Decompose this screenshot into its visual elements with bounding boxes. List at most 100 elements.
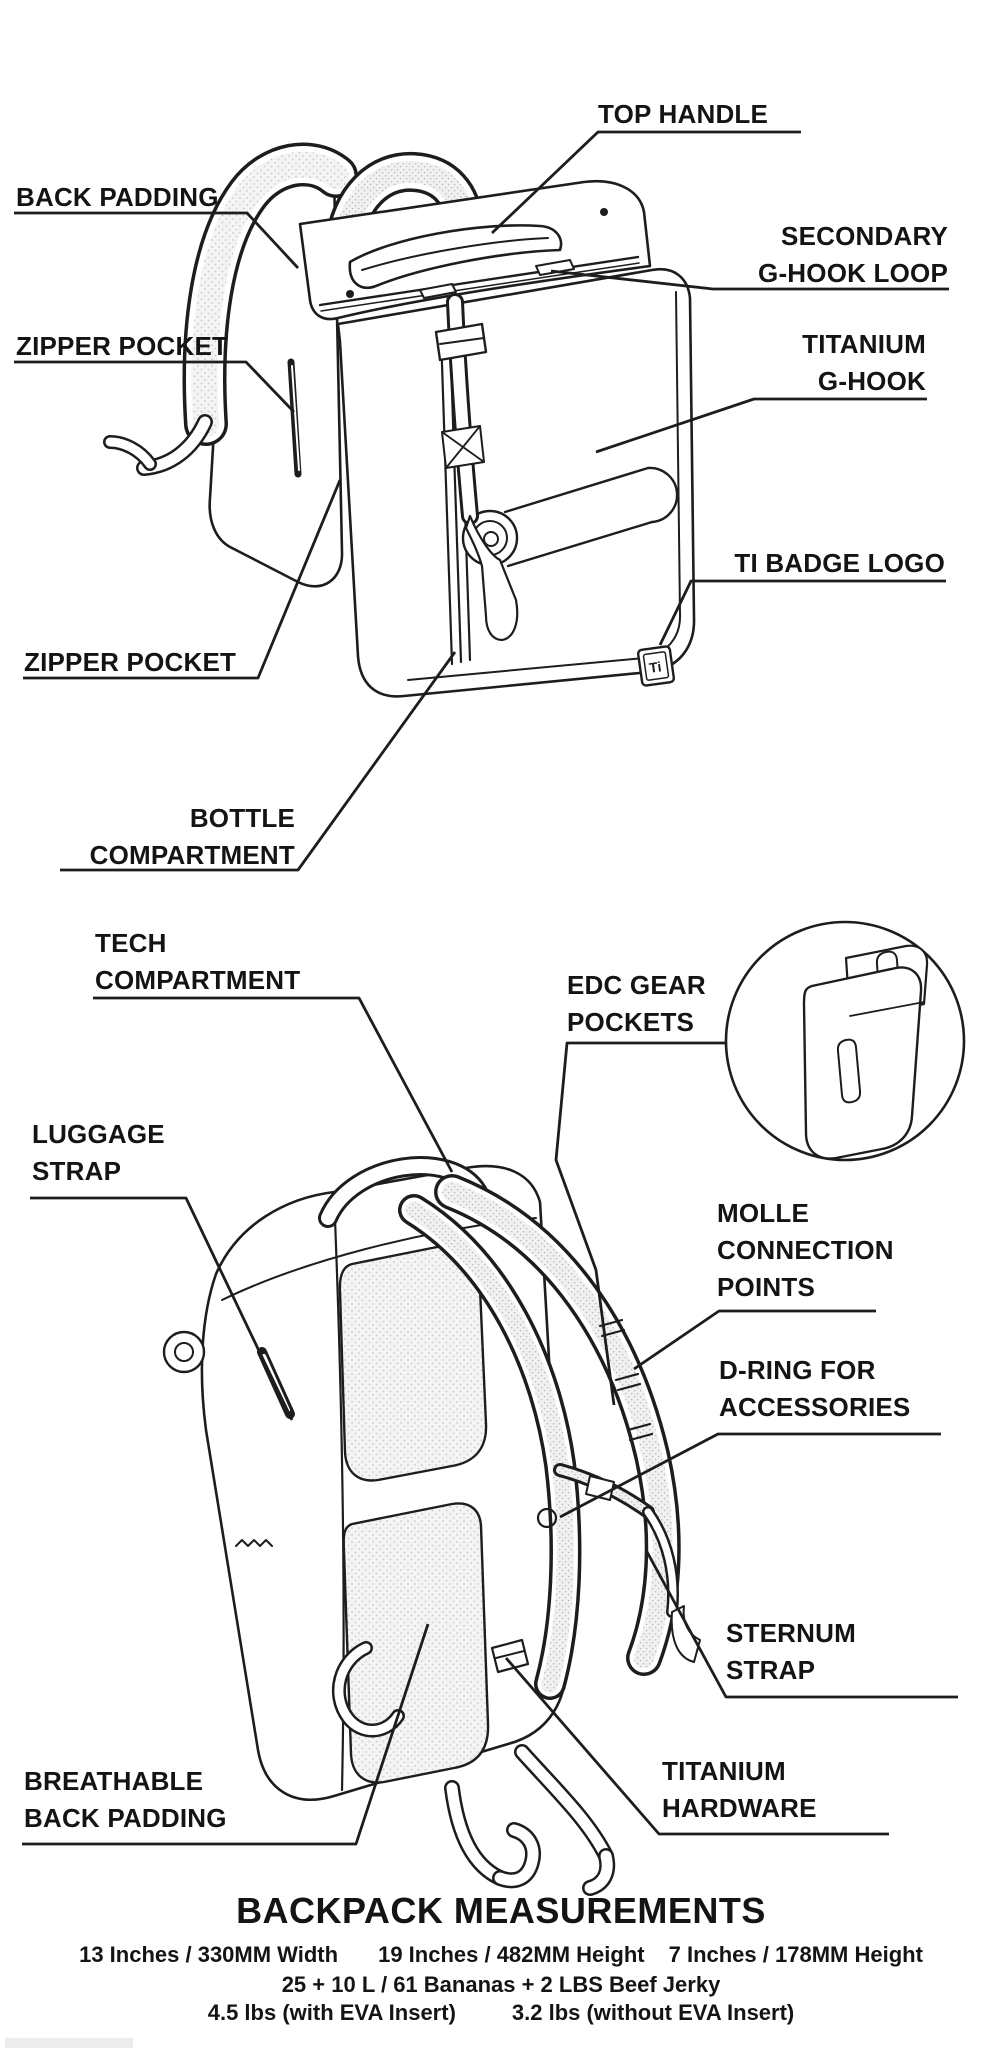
dangling-straps [332,1641,616,1896]
edc-pockets-detail-inset [724,920,966,1162]
strap-adjuster-bar [495,1650,525,1659]
zigzag-mark [235,1539,273,1547]
leader-edc-gear-pockets [554,1041,726,1406]
molle-webbing [598,1318,654,1442]
label-line: BOTTLE [189,803,295,833]
label-luggage-strap: LUGGAGE STRAP [32,1116,165,1190]
leader-molle-connection-points [633,1309,876,1371]
leader-zipper-pocket-upper [14,360,296,413]
leader-sternum-strap [644,1549,958,1699]
sternum-buckle [585,1475,615,1501]
label-molle-connection-points: MOLLE CONNECTION POINTS [717,1195,894,1306]
label-line: D-RING FOR [719,1355,876,1385]
label-line: POINTS [717,1272,815,1302]
label-line: MOLLE [717,1198,809,1228]
label-line: STRAP [32,1156,122,1186]
shoulder-strap-left [182,142,358,446]
label-line: ZIPPER POCKET [16,331,229,361]
measurement-depth: 7 Inches / 178MM Height [668,1942,923,1967]
label-line: BREATHABLE [24,1766,204,1796]
strap-adjuster [490,1638,530,1674]
label-line: TI BADGE LOGO [734,548,945,578]
callout-leaders [14,130,958,1846]
leader-bottle-compartment [60,651,457,872]
sleeve-fold-line [849,1001,925,1017]
label-titanium-g-hook: TITANIUM G-HOOK [802,326,926,400]
front-view-illustration: Ti [103,142,696,698]
label-line: TECH [95,928,167,958]
label-line: CONNECTION [717,1235,894,1265]
accessory-d-ring [536,1507,558,1529]
pen-slot-front [836,1038,862,1104]
strap-tongue [464,514,519,642]
label-line: BACK PADDING [24,1803,227,1833]
shoulder-strap-right [324,151,484,266]
label-line: HARDWARE [662,1793,817,1823]
leader-top-handle [491,130,801,235]
ti-badge: Ti [636,645,676,687]
label-line: STRAP [726,1655,816,1685]
scan-artifact-bar [5,2038,133,2048]
label-line: ZIPPER POCKET [24,647,237,677]
leader-luggage-strap [30,1196,294,1421]
label-ti-badge-logo: TI BADGE LOGO [734,545,945,582]
label-bottle-compartment: BOTTLE COMPARTMENT [90,800,295,874]
lid-zipper-2 [320,262,640,312]
leader-titanium-g-hook [595,397,927,454]
label-line: G-HOOK [817,366,926,396]
label-line: COMPARTMENT [95,965,301,995]
label-breathable-back-padding: BREATHABLE BACK PADDING [24,1763,227,1837]
lid-slot-2 [419,283,457,299]
side-lash-ring [162,1330,206,1374]
label-zipper-pocket-lower: ZIPPER POCKET [24,644,236,681]
secondary-g-hook-loop-slot [535,259,575,276]
measurement-weight-without-insert: 3.2 lbs (without EVA Insert) [511,2000,795,2025]
leader-back-padding [14,211,300,269]
label-line: COMPARTMENT [89,840,295,870]
measurements-line-3: 4.5 lbs (with EVA Insert) 3.2 lbs (withou… [0,2000,1002,2026]
label-edc-gear-pockets: EDC GEAR POCKETS [567,967,706,1041]
rivet-right [600,208,608,216]
rivet-left [346,290,354,298]
measurement-width: 13 Inches / 330MM Width [79,1942,339,1967]
back-panel-zipper-teeth [291,365,300,471]
label-secondary-g-hook-loop: SECONDARY G-HOOK LOOP [758,218,948,292]
leader-ti-badge-logo [658,579,946,646]
label-sternum-strap: STERNUM STRAP [726,1615,856,1689]
label-line: BACK PADDING [16,182,219,212]
webbing-strap [103,414,213,476]
label-back-padding: BACK PADDING [16,179,219,216]
label-line: TOP HANDLE [598,99,769,129]
label-line: TITANIUM [802,329,926,359]
measurements-line-1: 13 Inches / 330MM Width 19 Inches / 482MM… [0,1942,1002,1968]
label-d-ring-for-accessories: D-RING FOR ACCESSORIES [719,1352,910,1426]
leader-breathable-back-padding [22,1623,430,1846]
mesh-pad-lower [342,1502,490,1784]
mesh-pad-upper [338,1242,488,1482]
flap-left-rail-1 [439,332,454,666]
measurement-weight-with-insert: 4.5 lbs (with EVA Insert) [207,2000,456,2025]
label-line: LUGGAGE [32,1119,165,1149]
top-handle-inner-line [361,237,549,271]
leader-d-ring [559,1432,941,1519]
label-line: TITANIUM [662,1756,786,1786]
label-zipper-pocket-upper: ZIPPER POCKET [16,328,228,365]
label-top-handle: TOP HANDLE [598,96,768,133]
g-hook-strap [434,293,519,642]
label-line: ACCESSORIES [719,1392,911,1422]
label-line: STERNUM [726,1618,856,1648]
measurements-line-2: 25 + 10 L / 61 Bananas + 2 LBS Beef Jerk… [281,1972,721,1997]
ti-badge-text: Ti [648,658,662,676]
rear-strap-outer [434,1174,681,1676]
leader-titanium-hardware [504,1657,889,1836]
measurement-height: 19 Inches / 482MM Height [378,1942,645,1967]
label-tech-compartment: TECH COMPARTMENT [95,925,300,999]
leader-secondary-g-hook-loop [550,269,949,291]
leader-zipper-pocket-lower [23,479,342,680]
label-titanium-hardware: TITANIUM HARDWARE [662,1753,817,1827]
rear-view-illustration [162,920,966,1896]
label-line: POCKETS [567,1007,695,1037]
side-lash-ring-hole [174,1342,194,1362]
measurements-title: BACKPACK MEASUREMENTS [236,1890,766,1931]
